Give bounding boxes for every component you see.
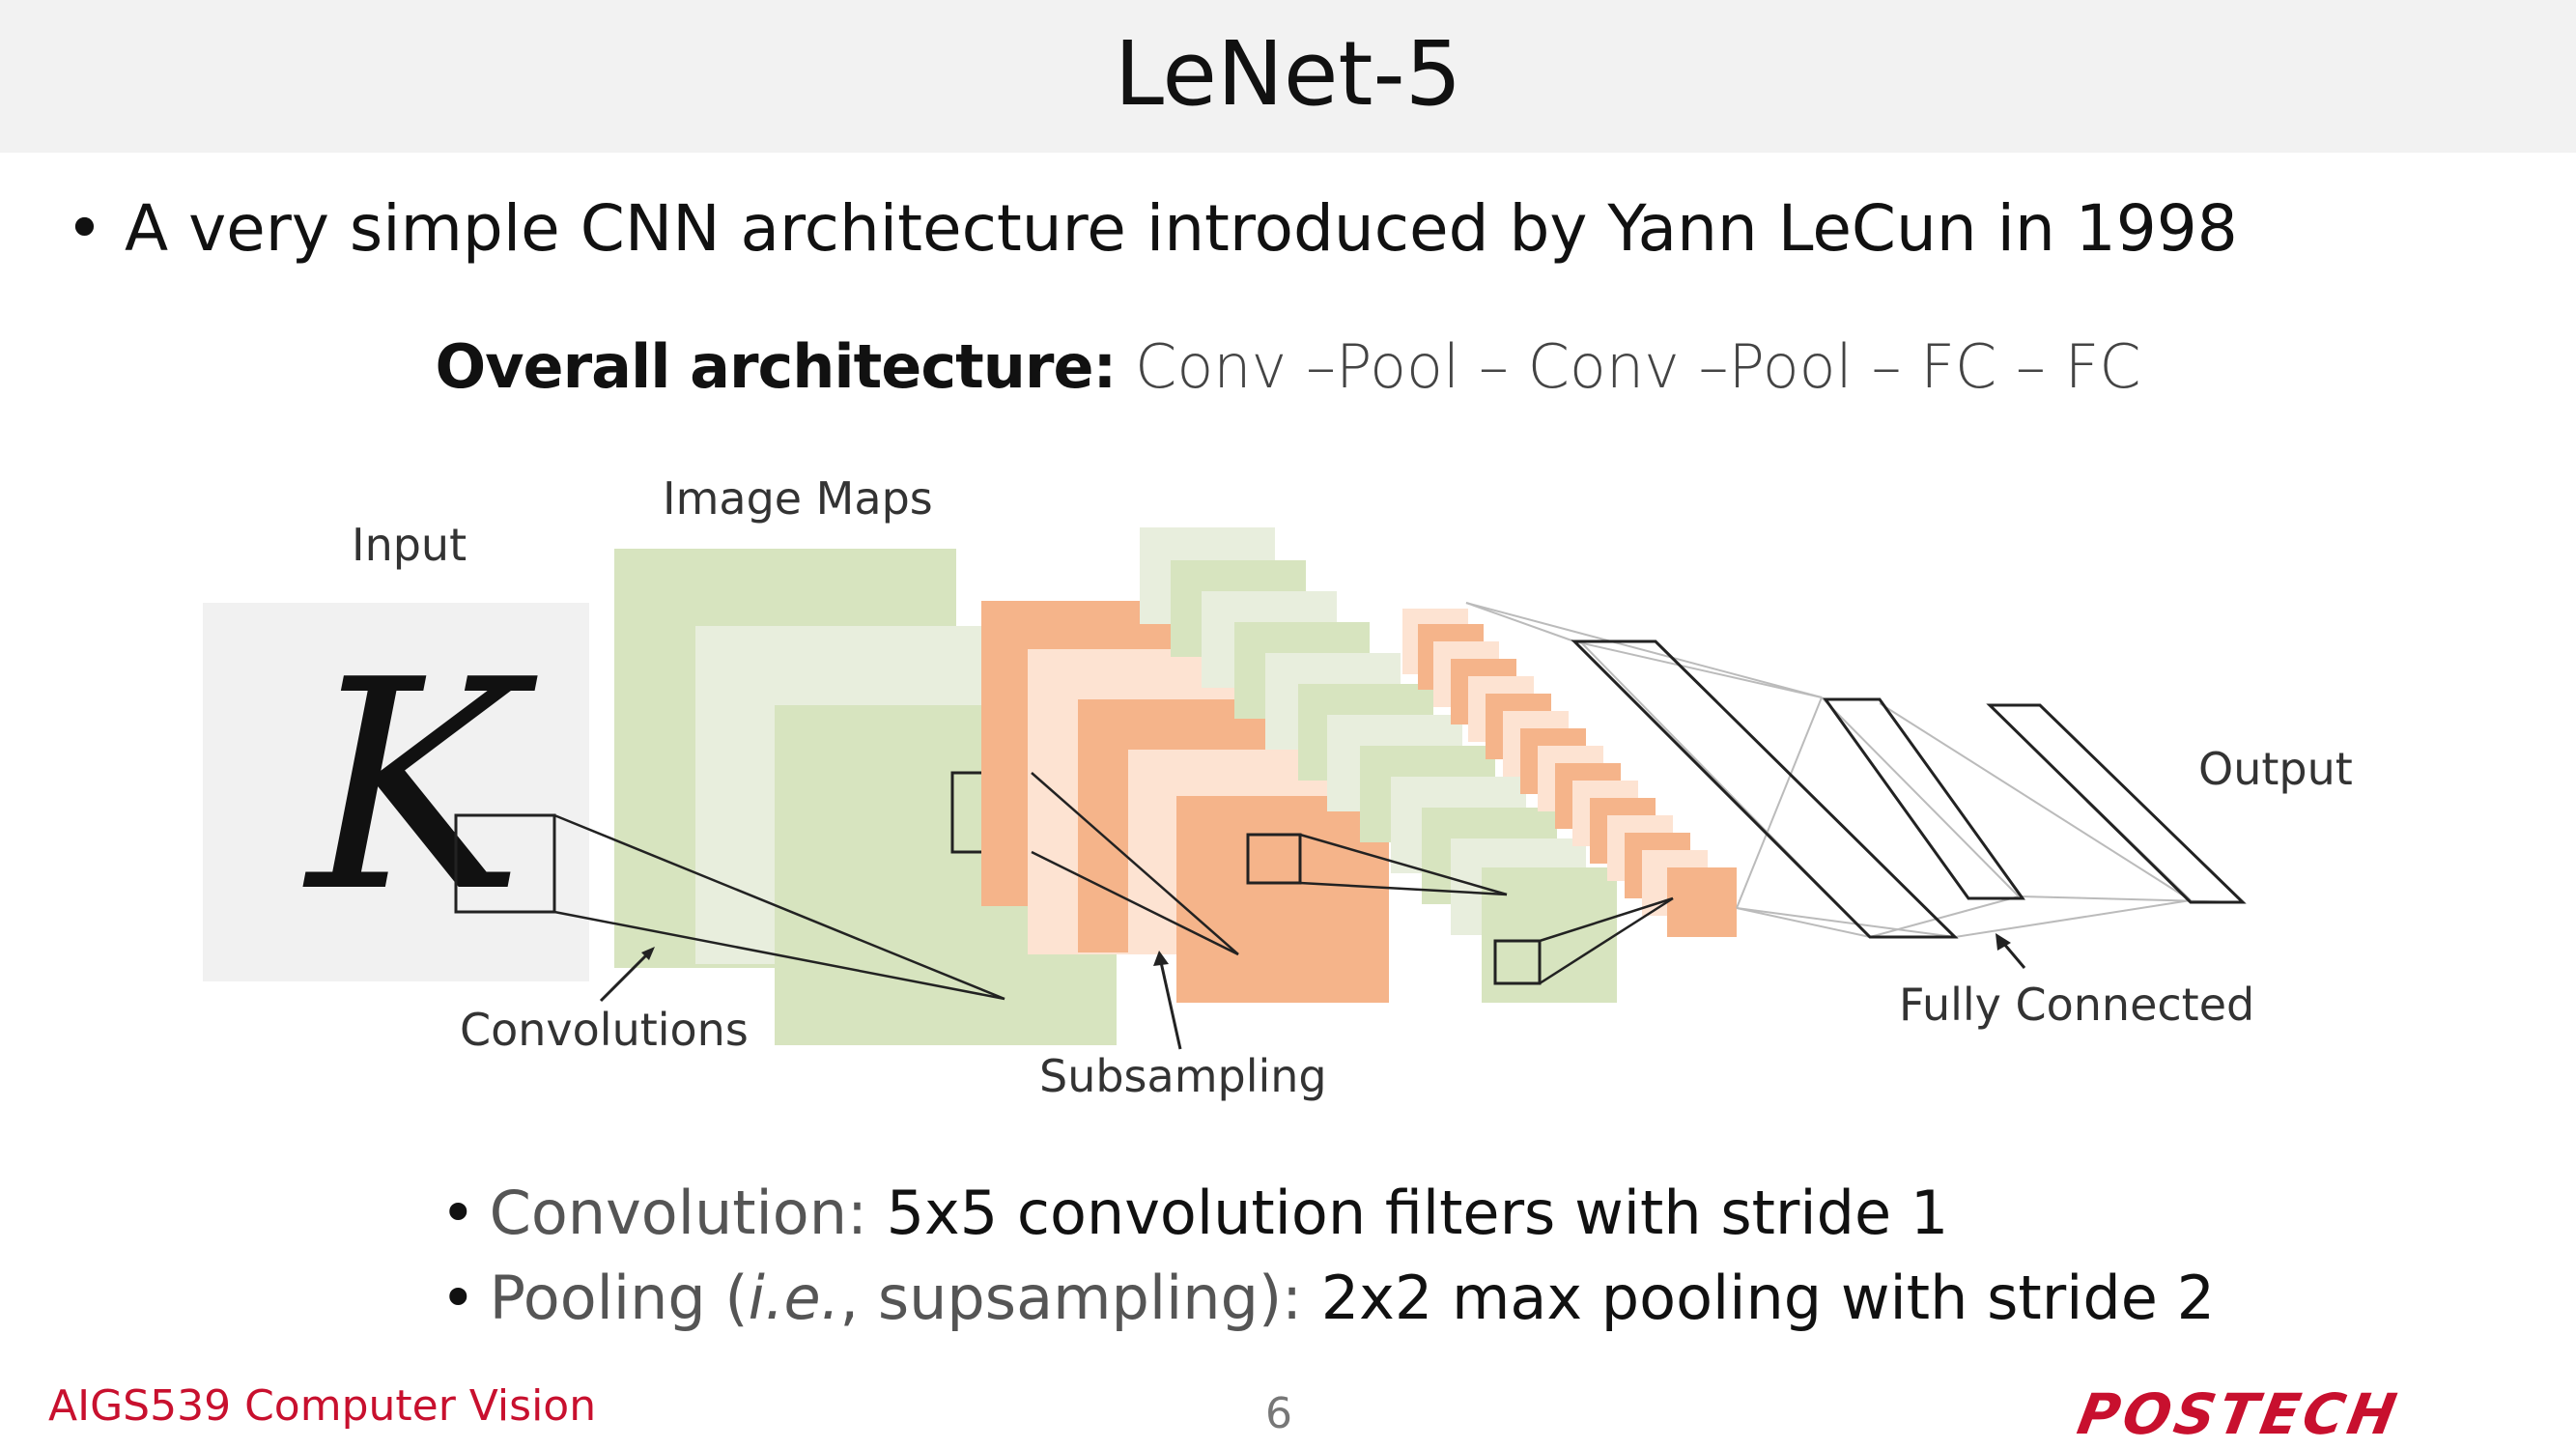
- pooling-value: 2x2 max pooling with stride 2: [1302, 1263, 2216, 1333]
- pooling-key-post: , supsampling):: [839, 1263, 1303, 1333]
- pool1-map-5: [1176, 796, 1389, 1003]
- main-bullet: • A very simple CNN architecture introduc…: [66, 185, 2238, 272]
- convolution-value: 5x5 convolution filters with stride 1: [866, 1178, 1949, 1248]
- postech-logo: POSTECH: [2073, 1381, 2405, 1447]
- pool1-receptive-field: [1246, 833, 1302, 885]
- input-label: Input: [352, 519, 467, 571]
- convolution-bullet: •Convolution: 5x5 convolution filters wi…: [440, 1171, 2215, 1256]
- conv2-map-front: [1482, 867, 1617, 1003]
- page-number: 6: [1265, 1389, 1292, 1438]
- bullet-dot: •: [440, 1263, 476, 1333]
- fc-layer-1: [1571, 639, 1959, 939]
- convolutions-label: Convolutions: [460, 1004, 749, 1056]
- fully-connected-label: Fully Connected: [1899, 979, 2254, 1031]
- overall-architecture: Overall architecture: Conv –Pool – Conv …: [0, 327, 2576, 408]
- input-receptive-field: [454, 813, 556, 914]
- overall-label: Overall architecture:: [435, 331, 1117, 402]
- bullet-dot: •: [440, 1178, 476, 1248]
- overall-value: Conv –Pool – Conv –Pool – FC – FC: [1135, 331, 2141, 402]
- detail-bullets: •Convolution: 5x5 convolution filters wi…: [440, 1171, 2215, 1341]
- input-box: [203, 603, 589, 981]
- pooling-bullet: •Pooling (i.e., supsampling): 2x2 max po…: [440, 1256, 2215, 1341]
- fc-layer-2: [1823, 697, 2025, 900]
- fc-layer-3: [1986, 703, 2247, 904]
- convolution-key: Convolution:: [489, 1178, 867, 1248]
- title-bar: [0, 0, 2576, 153]
- pool2-map-front: [1667, 867, 1737, 937]
- subsampling-label: Subsampling: [1039, 1050, 1327, 1102]
- image-maps-label: Image Maps: [663, 472, 933, 525]
- course-name: AIGS539 Computer Vision: [48, 1381, 597, 1431]
- output-label: Output: [2198, 743, 2353, 795]
- slide-title: LeNet-5: [1114, 22, 1462, 126]
- pooling-key-ital: i.e.: [748, 1263, 840, 1333]
- bullet-dot: •: [66, 191, 103, 266]
- input-glyph: K: [302, 618, 538, 955]
- conv2-receptive-field: [1493, 939, 1542, 985]
- main-bullet-text: A very simple CNN architecture introduce…: [124, 191, 2238, 266]
- pooling-key-pre: Pooling (: [489, 1263, 749, 1333]
